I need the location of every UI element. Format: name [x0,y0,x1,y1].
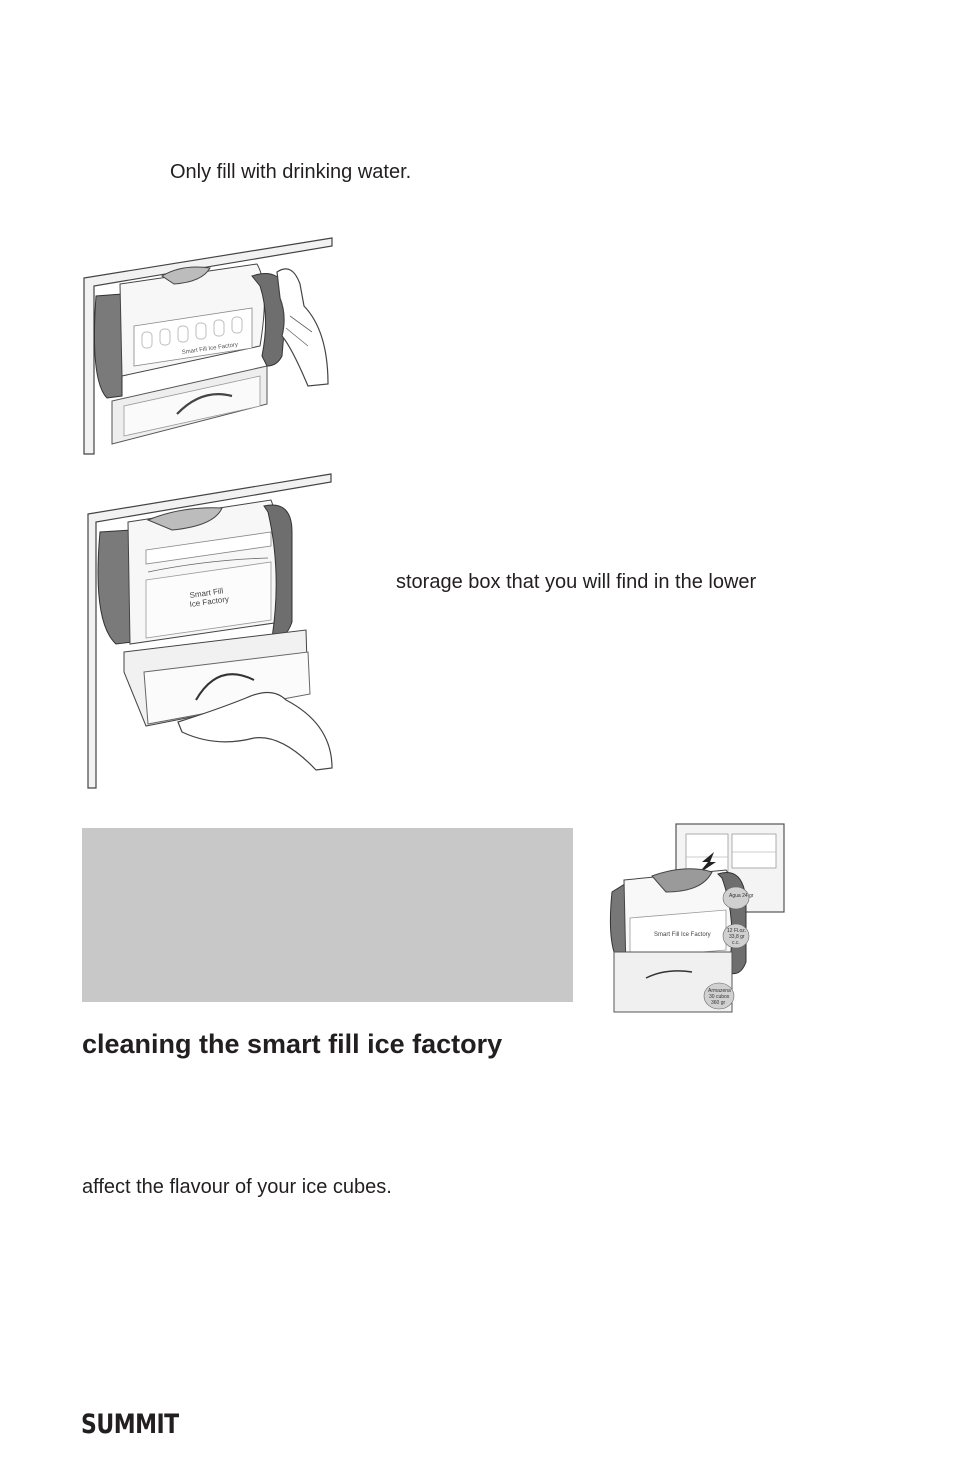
badge-bottom-2: 30 cubos [709,994,730,1000]
storage-box-illustration: Smart Fill Ice Factory [87,473,333,789]
ice-factory-lift-illustration: Smart Fill Ice Factory [83,237,333,455]
badge-mid-3: c.c. [732,940,740,946]
flavour-text: affect the flavour of your ice cubes. [82,1176,392,1198]
badge-mid-1: 12 Fl.oz. [727,928,746,934]
fig3-device-label: Smart Fill Ice Factory [654,932,711,938]
cleaning-heading: cleaning the smart fill ice factory [82,1029,503,1059]
water-note: Only fill with drinking water. [170,161,412,183]
badge-bottom-1: Armazena [708,988,731,994]
badge-top: Agua 24 gr [729,893,754,899]
note-box [82,828,573,1002]
badge-bottom-3: 360 gr [711,1000,726,1006]
badge-mid-2: 33,8 gr [729,934,745,940]
ice-factory-capacity-illustration: Smart Fill Ice Factory Agua 24 gr 12 Fl.… [609,823,785,1013]
storage-instruction-text: storage box that you will find in the lo… [396,571,757,593]
summit-logo: SUMMIT [81,1410,179,1440]
